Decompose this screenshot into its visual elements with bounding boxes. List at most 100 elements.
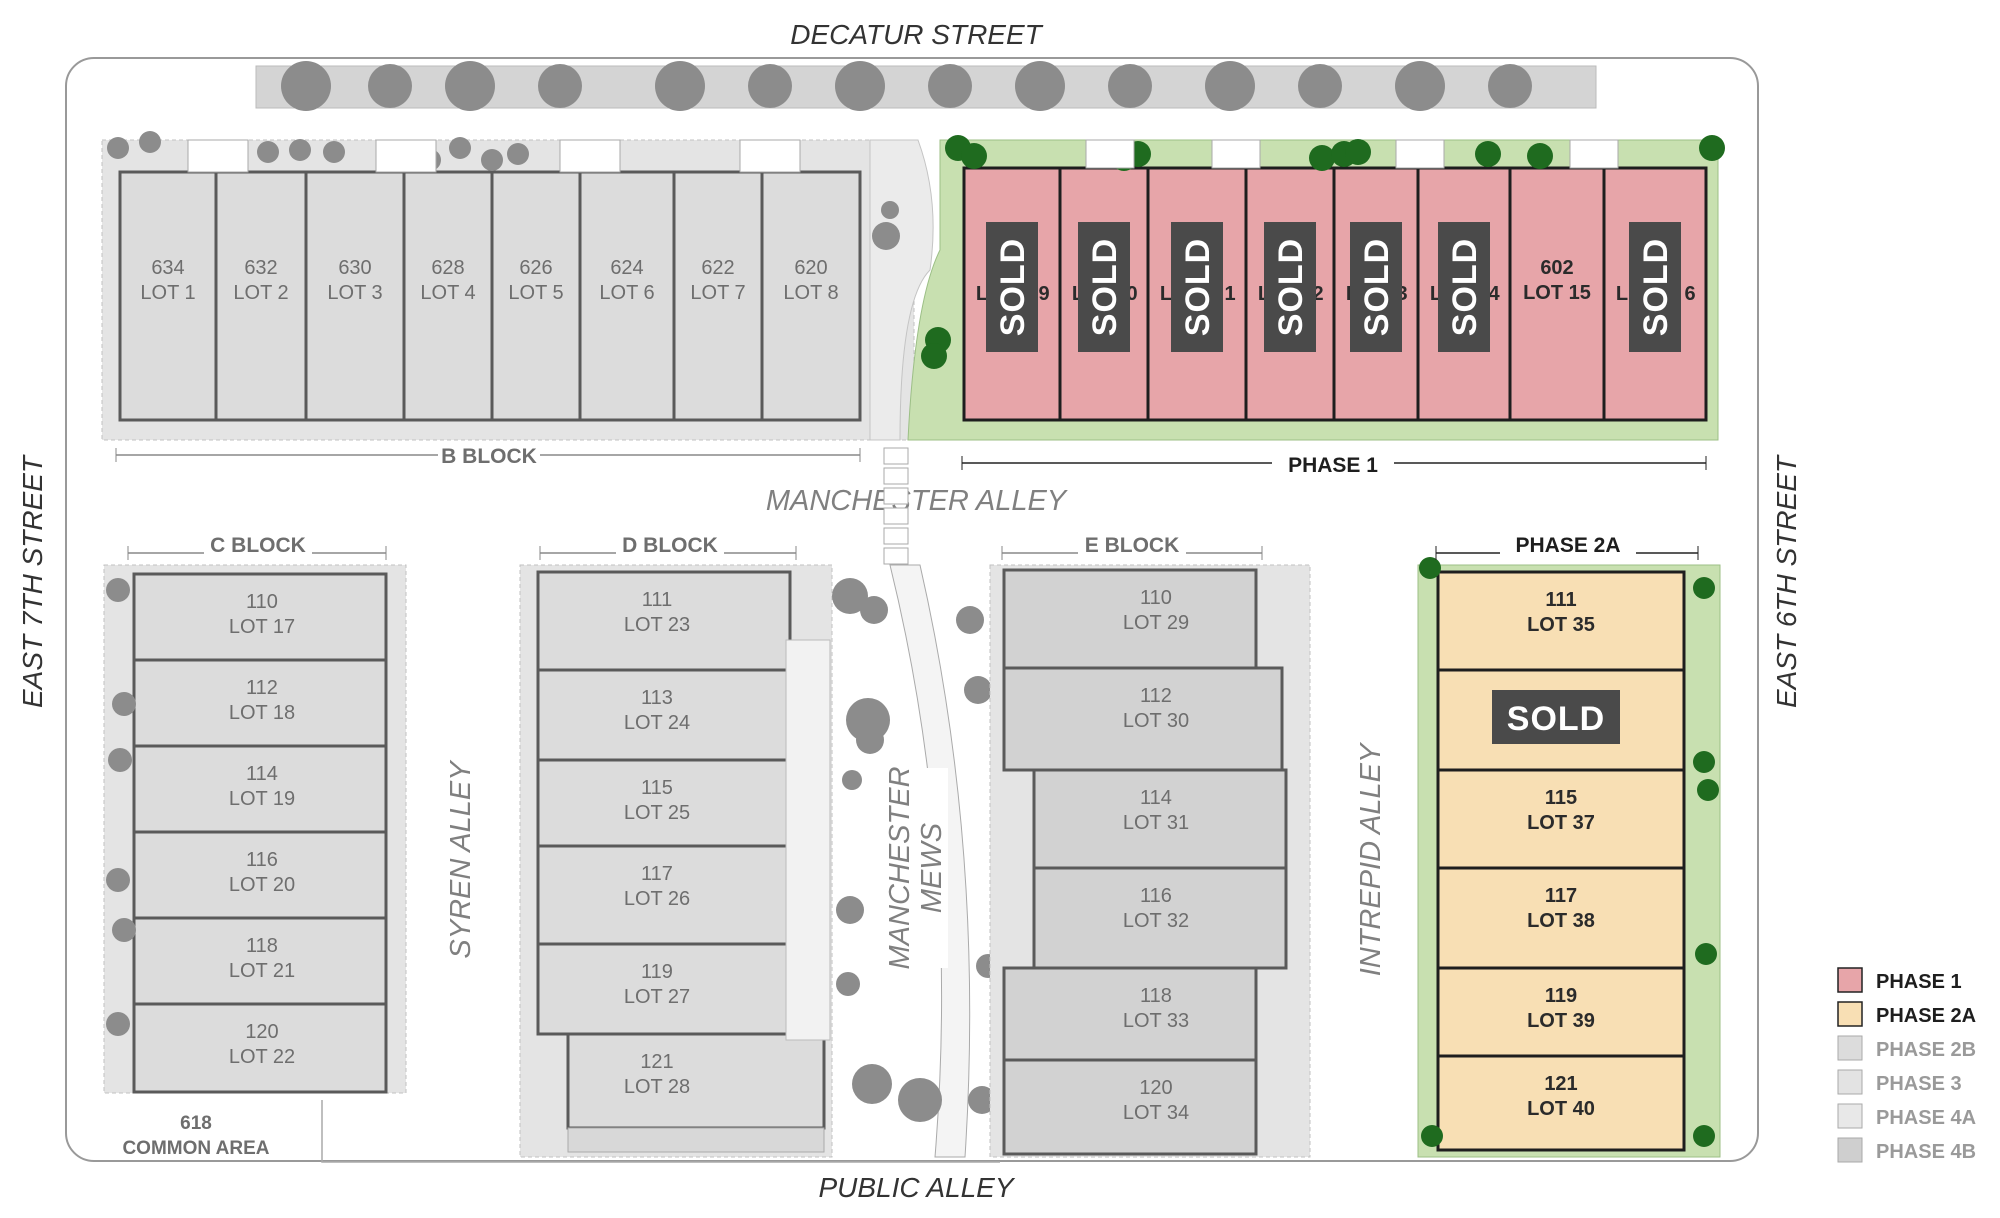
lot-number: LOT 25 [624,802,690,824]
lot-parcel[interactable] [566,1032,826,1130]
lot-parcel[interactable] [490,170,582,422]
legend-swatch [1837,1137,1863,1163]
tree-icon [1695,943,1717,965]
phase-1-label: PHASE 1 [1288,454,1378,477]
sold-badge [1264,222,1316,352]
lot-address: 622 [701,257,734,279]
d-block-label: D BLOCK [622,534,718,557]
tree-icon [1693,751,1715,773]
lot-address: 120 [245,1021,278,1043]
lot-number-partial: L [1616,283,1628,305]
lot-parcel[interactable] [132,916,388,1006]
lot-parcel[interactable] [1436,866,1686,970]
lot-number: LOT 39 [1527,1010,1595,1032]
tree-icon [1527,143,1553,169]
lot-number: LOT 30 [1123,710,1189,732]
lot-parcel[interactable] [1436,570,1686,672]
lot-parcel[interactable] [1002,966,1258,1062]
sold-badge-label: SOLD [1086,238,1124,336]
lot-parcel[interactable] [132,830,388,920]
legend-label: PHASE 4B [1876,1141,1976,1163]
lot-parcel[interactable] [1436,966,1686,1058]
street-trees [281,61,1532,111]
tree-icon [139,131,161,153]
lot-parcel[interactable] [672,170,764,422]
legend-swatch [1837,1035,1863,1061]
tree-icon [842,770,862,790]
tree-icon [956,606,984,634]
lot-parcel[interactable] [1002,1058,1258,1156]
lot-address: 632 [244,257,277,279]
lot-address: 120 [1139,1077,1172,1099]
lot-parcel[interactable] [1002,568,1258,670]
lot-address: 624 [610,257,643,279]
lot-number: LOT 15 [1523,282,1591,304]
lot-number: LOT 3 [327,282,382,304]
lot-address: 118 [1140,985,1172,1007]
lot-parcel[interactable] [132,744,388,834]
lot-address: 117 [1545,885,1577,907]
sold-badge [1078,222,1130,352]
lot-address: 620 [794,257,827,279]
lot-address: 116 [246,849,278,871]
tree-icon [1108,64,1152,108]
lot-address: 628 [431,257,464,279]
sold-badge-label: SOLD [1179,238,1217,336]
tree-icon [449,137,471,159]
lot-number: LOT 34 [1123,1102,1189,1124]
lot-number: LOT 21 [229,960,295,982]
lot-number-partial: 1 [1224,283,1235,305]
lot-number: LOT 17 [229,616,295,638]
tree-icon [1015,61,1065,111]
lot-number-partial: L [976,283,988,305]
sold-badge-label: SOLD [1637,238,1675,336]
lot-parcel[interactable] [536,844,792,946]
tree-icon [1298,64,1342,108]
lot-address: 115 [641,777,673,799]
tree-icon [898,1078,942,1122]
lot-address: 634 [151,257,184,279]
lot-number: LOT 8 [783,282,838,304]
lot-parcel[interactable] [1436,1054,1686,1152]
manchester-mews-label-2: MEWS [916,822,948,913]
tree-icon [964,676,992,704]
tree-icon [1475,141,1501,167]
lot-number-partial: L [1160,283,1172,305]
sold-badge [1171,222,1223,352]
lot-address: 114 [246,763,278,785]
lot-parcel[interactable] [536,942,792,1036]
tree-icon [832,578,868,614]
lot-parcel[interactable] [760,170,862,422]
lot-parcel[interactable] [536,570,792,672]
tree-icon [1309,145,1335,171]
lot-address: 602 [1540,257,1573,279]
lot-number: LOT 20 [229,874,295,896]
sold-badge-label: SOLD [1507,700,1605,738]
tree-icon [921,343,947,369]
street-north-label: DECATUR STREET [790,19,1043,50]
lot-number: LOT 2 [233,282,288,304]
lot-address: 110 [246,591,278,613]
lot-address: 114 [1140,787,1172,809]
lot-address: 112 [246,677,278,699]
lot-parcel[interactable] [304,170,406,422]
tree-icon [108,748,132,772]
lot-parcel[interactable] [536,758,792,848]
lot-number: LOT 26 [624,888,690,910]
lot-parcel[interactable] [132,1002,388,1094]
lot-parcel[interactable] [1032,866,1288,970]
lot-parcel[interactable] [1508,166,1606,422]
lot-number-partial: 2 [1312,283,1323,305]
sold-badge [1438,222,1490,352]
tree-icon [507,143,529,165]
